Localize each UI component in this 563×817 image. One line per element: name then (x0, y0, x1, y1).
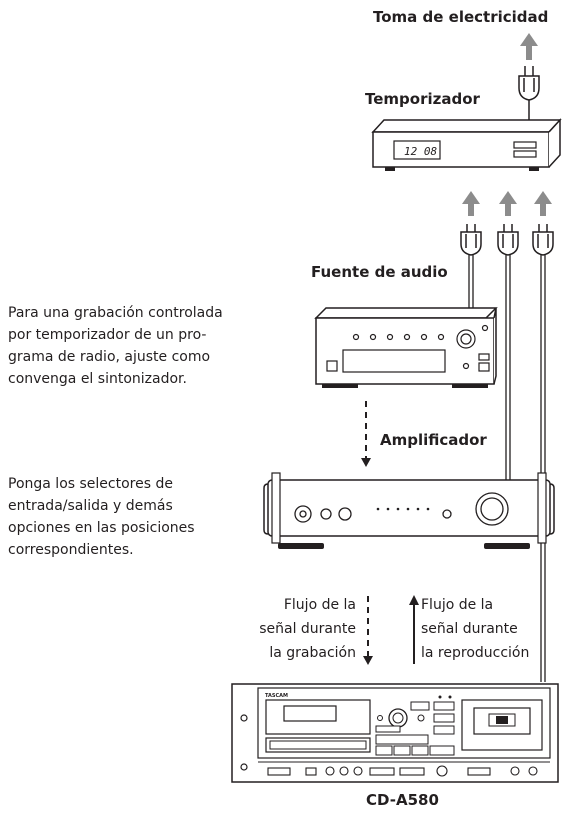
power-cord (505, 255, 511, 480)
selectors-note-line: Ponga los selectores de (8, 476, 173, 492)
amplifier-label: Amplificador (380, 431, 487, 449)
timer-device: 12 08 (371, 118, 562, 171)
gray-up-arrow (520, 33, 538, 60)
playback-flow-line: la reproducción (421, 645, 530, 661)
device-label: CD-A580 (366, 791, 439, 809)
selectors-note-line: opciones en las posiciones (8, 520, 195, 536)
power-plug-icon (532, 224, 554, 256)
playback-flow-line: Flujo de la (421, 597, 494, 613)
brand-mark: TASCAM (265, 693, 288, 699)
recording-flow-label: Flujo de la señal durante la grabación (259, 593, 356, 665)
power-plug-icon (518, 66, 540, 128)
power-plug-icon (497, 224, 519, 256)
recording-flow-line: Flujo de la (283, 597, 356, 613)
power-outlet-label: Toma de electricidad (373, 8, 549, 26)
cd-cassette-device: TASCAM (231, 683, 559, 783)
audio-source-label: Fuente de audio (311, 263, 448, 281)
selectors-note-line: entrada/salida y demás (8, 498, 173, 514)
power-plug-icon (460, 224, 482, 256)
gray-up-arrow (534, 191, 552, 216)
timer-display: 12 08 (404, 145, 437, 158)
selectors-note: Ponga los selectores de entrada/salida y… (8, 473, 195, 561)
recording-flow-line: señal durante (259, 621, 356, 637)
gray-up-arrow (462, 191, 480, 216)
tuner-note-line: convenga el sintonizador. (8, 371, 187, 387)
recording-flow-arrow (363, 596, 373, 665)
tuner-note-line: grama de radio, ajuste como (8, 349, 211, 365)
playback-flow-line: señal durante (421, 621, 518, 637)
tuner-note: Para una grabación controlada por tempor… (8, 302, 223, 390)
dashed-signal-arrow (361, 401, 371, 467)
playback-flow-label: Flujo de la señal durante la reproducció… (421, 593, 529, 665)
tuner-note-line: Para una grabación controlada (8, 305, 223, 321)
timer-label: Temporizador (365, 90, 480, 108)
tuner-note-line: por temporizador de un pro- (8, 327, 207, 343)
power-cord (540, 255, 546, 682)
selectors-note-line: correspondientes. (8, 542, 134, 558)
gray-up-arrow (499, 191, 517, 216)
recording-flow-line: la grabación (269, 645, 356, 661)
audio-source-device (314, 307, 498, 388)
playback-flow-arrow (409, 595, 419, 664)
power-cord (468, 255, 474, 310)
amplifier-device (263, 472, 555, 549)
